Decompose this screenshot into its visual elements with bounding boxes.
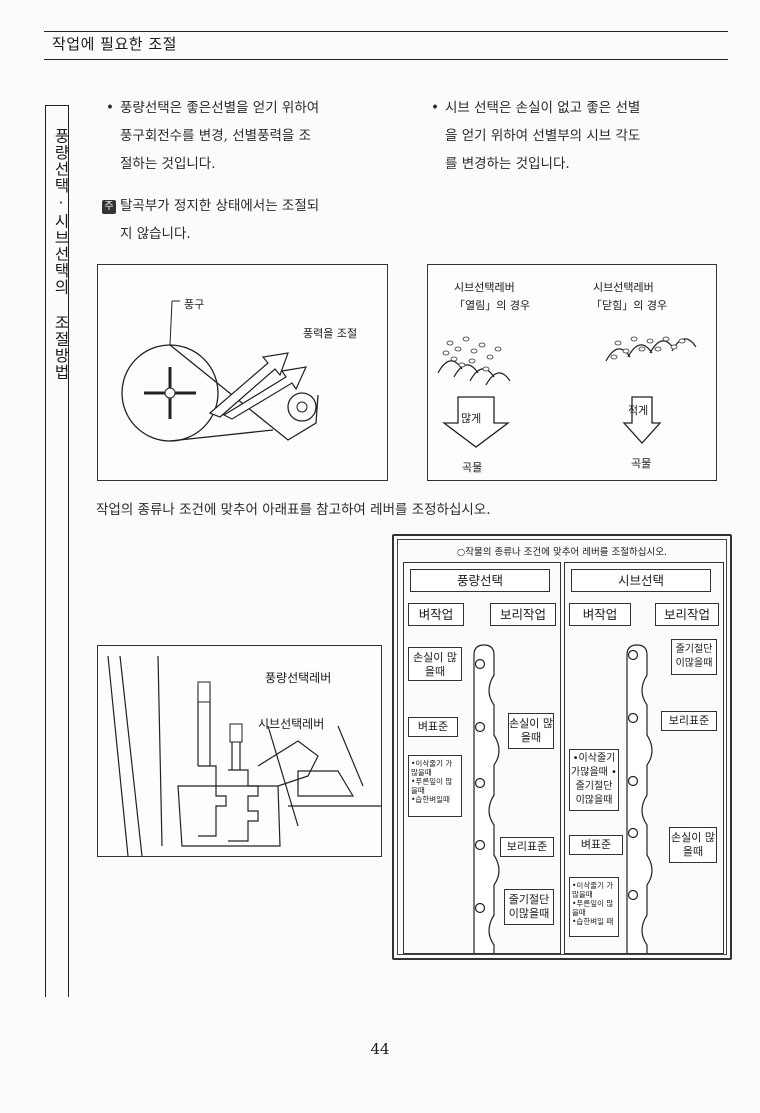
- sieve-panel-title: 시브선택: [571, 569, 711, 592]
- sieve-closed-case: 「닫힘」의 경우: [591, 299, 668, 312]
- lever-illustration: [107, 655, 381, 857]
- top-rule: [44, 31, 728, 32]
- fan-panel: 풍량선택 벼작업 보리작업 손실이 많을때 벼표준 •이삭줄기 가많을때 •푸른…: [403, 562, 561, 954]
- sieve-open-title: 시브선택레버: [454, 281, 515, 294]
- sieve-barley-cut-stems: 줄기절단 이많을때: [671, 639, 717, 675]
- fan-slot-plate: [473, 644, 500, 953]
- fan-illustration: [121, 300, 319, 442]
- instruction-text: 작업의 종류나 조건에 맞추어 아래표를 참고하여 레버를 조정하십시오.: [96, 502, 491, 518]
- sieve-rice-standard: 벼표준: [569, 835, 623, 855]
- page-number: 44: [370, 1040, 390, 1058]
- fan-barley-many-loss: 손실이 많을때: [508, 713, 554, 749]
- fan-rice-many-loss: 손실이 많을때: [408, 647, 462, 681]
- sieve-closed-grain: 곡물: [631, 457, 652, 470]
- sieve-open-grain: 곡물: [462, 461, 483, 474]
- sieve-barley-standard: 보리표준: [661, 711, 717, 731]
- fan-label: 풍구: [184, 298, 205, 311]
- sieve-closed-arrow-text: 적게: [628, 404, 649, 417]
- sieve-rice-header: 벼작업: [569, 603, 631, 626]
- section-title: 작업에 필요한 조절: [52, 35, 177, 53]
- fan-barley-header: 보리작업: [490, 603, 556, 626]
- fan-rice-note: •이삭줄기 가많을때 •푸른잎이 많을때 •습한벼일때: [408, 755, 462, 817]
- sieve-rice-stems: •이삭줄기 가많을때 •줄기절단 이많을때: [569, 749, 619, 811]
- fan-rice-header: 벼작업: [408, 603, 464, 626]
- fan-panel-title: 풍량선택: [410, 569, 550, 592]
- side-tab: 풍량선택·시브선택의 조절방법: [45, 105, 70, 997]
- fan-rice-standard: 벼표준: [408, 717, 458, 737]
- side-tab-label: 풍량선택·시브선택의 조절방법: [52, 128, 70, 381]
- note-icon: 주: [102, 200, 116, 214]
- sieve-slot-plate: [626, 644, 653, 953]
- fan-diagram: 풍구 풍력을 조절: [97, 264, 388, 481]
- sieve-barley-many-loss: 손실이 많을때: [669, 827, 717, 863]
- sieve-open-case: 「열림」의 경우: [454, 299, 531, 312]
- header-rule: [44, 59, 728, 61]
- adjustment-table: ○작물의 종류나 조건에 맞추어 레버를 조절하십시오. 풍량선택 벼작업 보리…: [392, 534, 732, 960]
- sieve-lever-label: 시브선택레버: [258, 717, 325, 731]
- fan-lever-label: 풍량선택레버: [265, 671, 332, 685]
- sieve-closed-title: 시브선택레버: [593, 281, 654, 294]
- fan-barley-standard: 보리표준: [500, 837, 554, 857]
- sieve-description: • 시브 선택은 손실이 없고 좋은 선별 을 얻기 위하여 선별부의 시브 각…: [431, 100, 641, 172]
- sieve-diagram: 시브선택레버 「열림」의 경우 시브선택레버 「닫힘」의 경우 많게 곡물 적게…: [427, 264, 717, 481]
- wind-label: 풍력을 조절: [303, 327, 358, 340]
- sieve-open-arrow-text: 많게: [461, 412, 482, 425]
- sieve-panel: 시브선택 벼작업 보리작업 줄기절단 이많을때 보리표준 •이삭줄기 가많을때 …: [564, 562, 724, 954]
- fan-description: • 풍량선택은 좋은선별을 얻기 위하여 풍구회전수를 변경, 선별풍력을 조 …: [106, 100, 320, 172]
- fan-barley-cut-stems: 줄기절단 이많을때: [504, 889, 554, 925]
- sieve-barley-header: 보리작업: [655, 603, 719, 626]
- sieve-rice-note: •이삭줄기 가많을때 •푸른잎이 많을때 •습한벼일 때: [569, 877, 619, 937]
- table-caption: ○작물의 종류나 조건에 맞추어 레버를 조절하십시오.: [457, 547, 667, 558]
- lever-diagram: 풍량선택레버 시브선택레버: [97, 645, 382, 857]
- sieve-illustration: [437, 336, 697, 448]
